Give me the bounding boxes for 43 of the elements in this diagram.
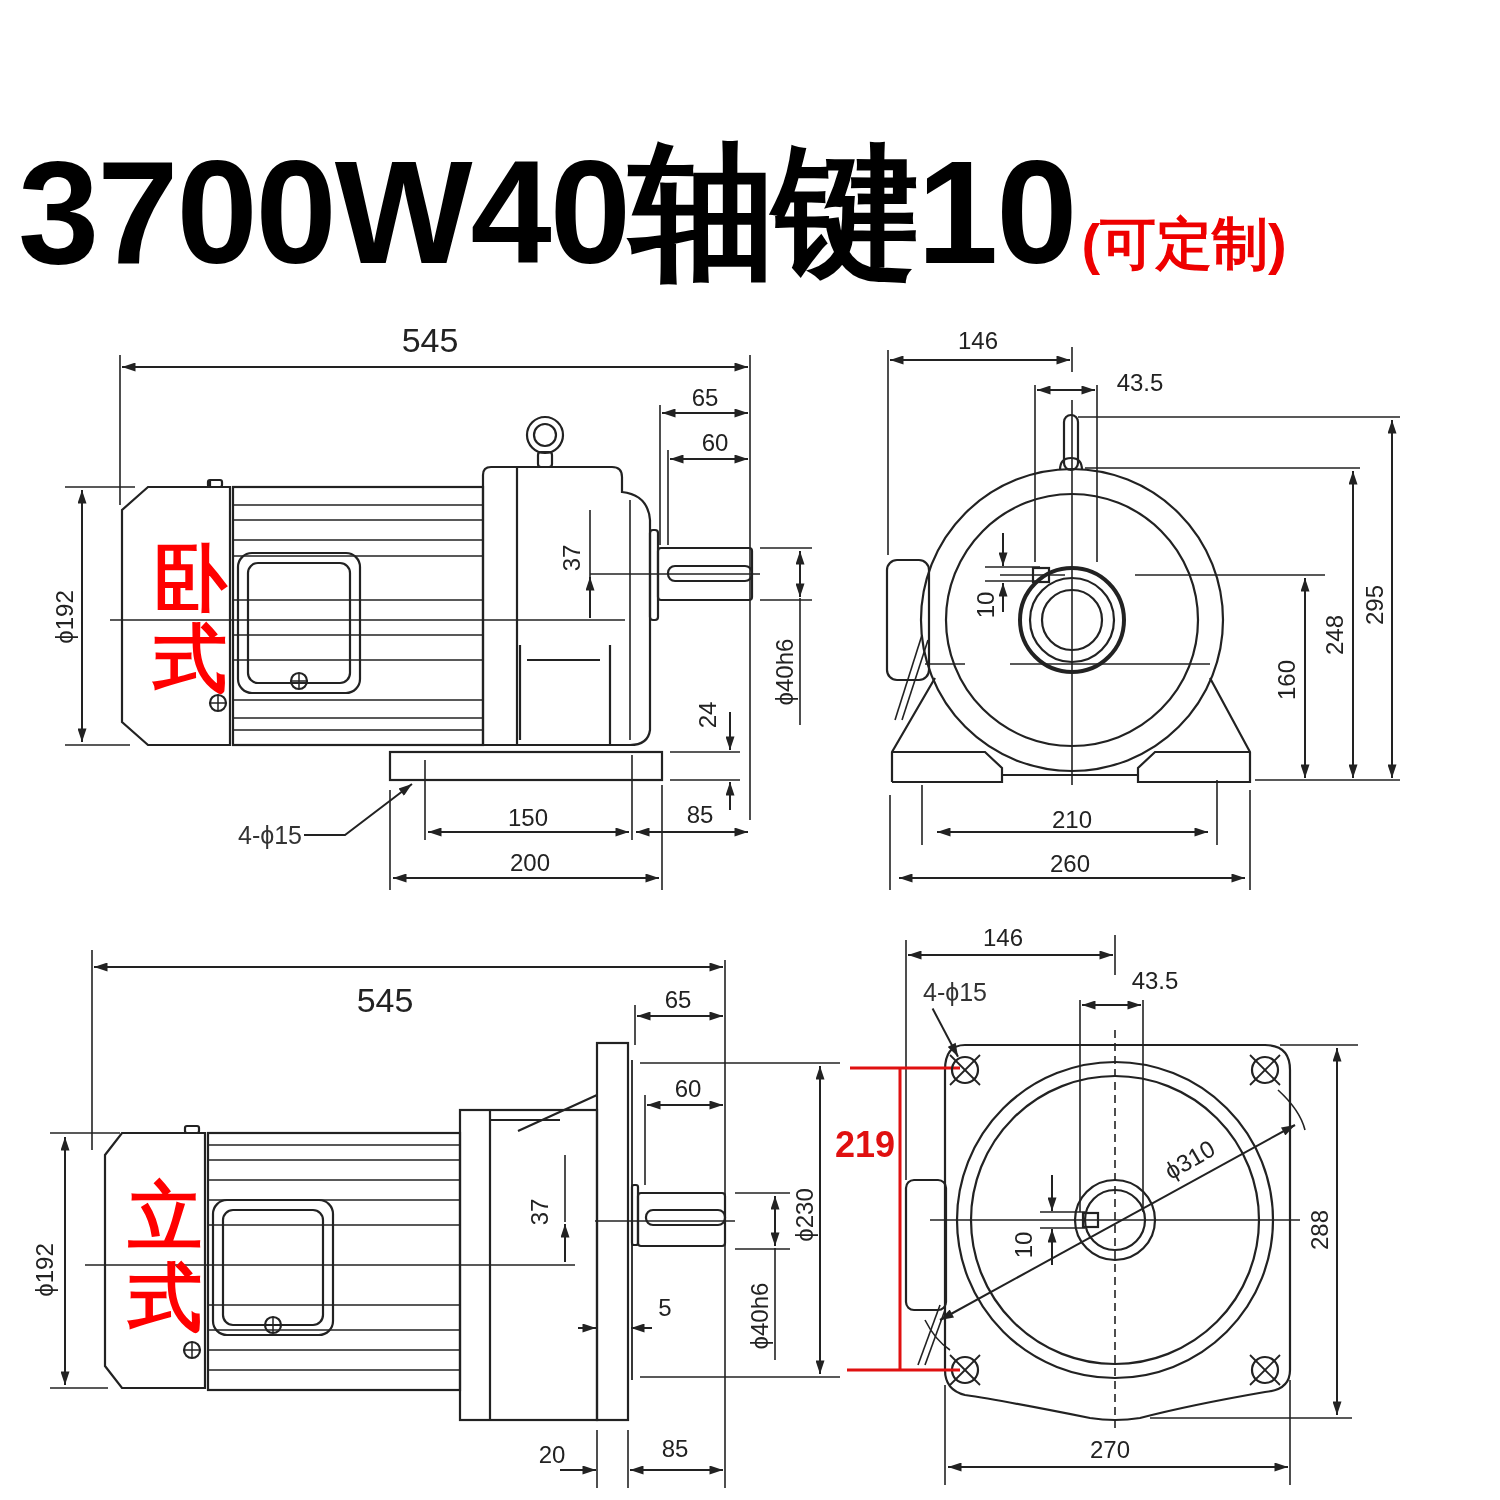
callout-text: 4-ϕ15 — [238, 822, 302, 848]
dimension-value: 200 — [510, 851, 550, 875]
dimension-value: 43.5 — [1131, 969, 1179, 993]
dimension-value: 288 — [1308, 1210, 1332, 1250]
dimension-value: 85 — [686, 803, 714, 827]
dimension-value: 5 — [658, 1296, 672, 1320]
dimension-value: 146 — [983, 926, 1023, 950]
mounting-hole — [949, 1054, 981, 1086]
note-text: (可定制) — [1081, 211, 1287, 277]
dimension-value: ϕ40h6 — [748, 1282, 772, 1350]
dimension-value: 65 — [691, 386, 719, 410]
dimension-value: 270 — [1090, 1438, 1130, 1462]
dimension-value: 545 — [356, 983, 414, 1017]
dimension-value: 85 — [661, 1437, 689, 1461]
dimension-value: 60 — [674, 1077, 702, 1101]
dimension-value: 248 — [1323, 615, 1347, 655]
dimension-value: ϕ192 — [33, 1243, 57, 1297]
dimension-value: 60 — [701, 431, 729, 455]
dimension-value: 150 — [508, 806, 548, 830]
title: 3700W40轴键10 — [18, 140, 1076, 286]
dimension-value: 160 — [1275, 660, 1299, 700]
dimension-value: 65 — [664, 988, 692, 1012]
dimension-value: 20 — [538, 1443, 566, 1467]
dimension-value: ϕ40h6 — [773, 638, 797, 706]
dimension-value: 24 — [696, 701, 720, 729]
dimension-value: 219 — [834, 1127, 896, 1163]
dimension-value: ϕ192 — [53, 590, 77, 644]
leader-line — [931, 1007, 959, 1058]
dimension-value: 37 — [528, 1198, 552, 1226]
leader-line — [303, 783, 413, 836]
dimension-value: 37 — [560, 544, 584, 572]
dimension-value: 10 — [974, 591, 998, 619]
callout-text: 4-ϕ15 — [923, 979, 987, 1005]
dimension-value: 545 — [401, 323, 459, 357]
dimension-value: ϕ230 — [793, 1188, 817, 1242]
dimension-value: 295 — [1363, 585, 1387, 625]
dimension-value: 260 — [1050, 852, 1090, 876]
dimension-value: 146 — [958, 329, 998, 353]
view-label: 卧式 — [153, 536, 227, 700]
dimension-value: 210 — [1052, 808, 1092, 832]
dimension-value: 10 — [1012, 1231, 1036, 1259]
view-label: 立式 — [128, 1175, 202, 1339]
dimension-value: 43.5 — [1116, 371, 1164, 395]
